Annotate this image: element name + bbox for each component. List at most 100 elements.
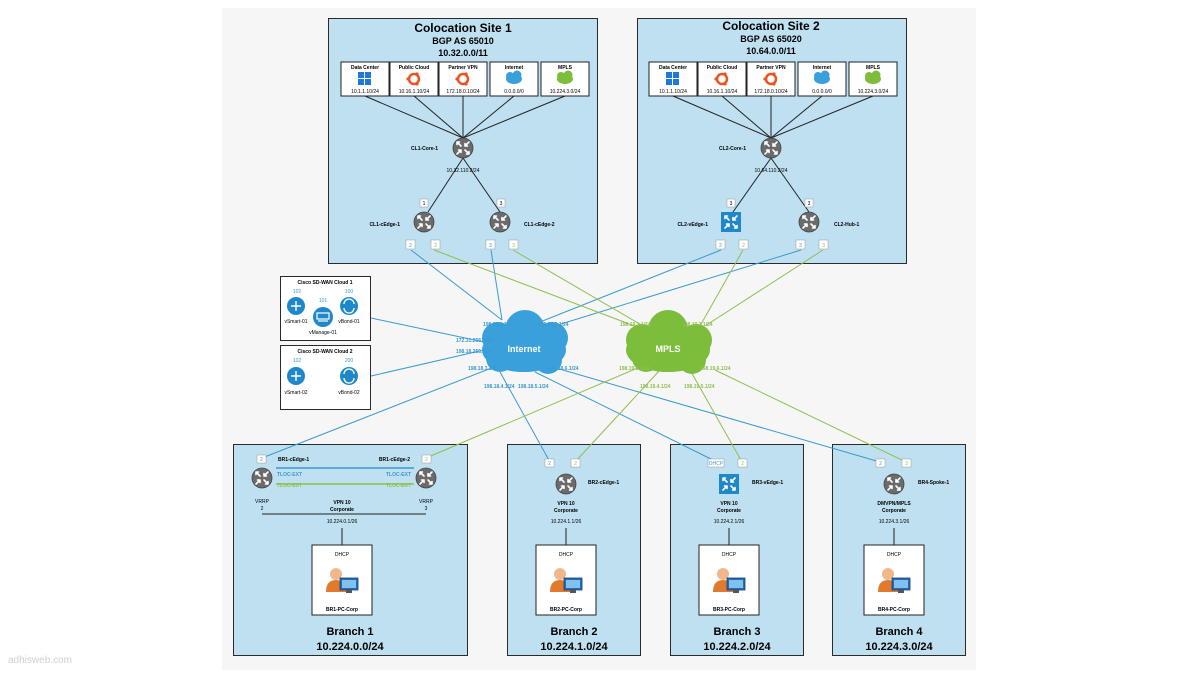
branch-title: Branch 3 (713, 626, 760, 638)
vbond-icon[interactable] (340, 367, 358, 385)
branch-prefix: 10.224.2.0/24 (703, 641, 771, 653)
internet-link (499, 371, 551, 463)
br1-router-2[interactable] (415, 467, 437, 489)
ip-label: 198.18.1.1/24 (483, 322, 514, 328)
branch-title: Branch 1 (326, 626, 373, 638)
colo1-edge2-router[interactable] (489, 211, 511, 233)
port-label: 3 (799, 243, 802, 249)
port-label: 2 (741, 461, 744, 467)
colo2-core-label: CL2-Core-1 (719, 146, 746, 152)
colo1-service-partner-vpn[interactable]: Partner VPN 172.18.0.10/24 (438, 61, 488, 97)
internet-cloud[interactable] (482, 310, 568, 374)
dhcp-label: DHCP (335, 552, 350, 558)
internet-link (490, 249, 503, 321)
port-label: 3 (808, 201, 811, 207)
mpls-link (714, 369, 907, 463)
colo1-service-public-cloud[interactable]: Public Cloud 10.16.1.10/24 (389, 61, 439, 97)
internet-link (261, 366, 495, 459)
service-name: MPLS (866, 65, 881, 71)
internet-link (539, 249, 722, 323)
vpn-name: Corporate (554, 508, 578, 514)
colo2-edge1-label: CL2-vEdge-1 (677, 222, 708, 228)
vsmart-icon[interactable] (287, 297, 305, 315)
mpls-link (425, 366, 641, 459)
colo1-asn: BGP AS 65010 (432, 36, 494, 46)
br3-vedge-router[interactable] (718, 473, 740, 495)
service-addr: 0.0.0.0/0 (504, 89, 524, 95)
ubuntu-icon (455, 72, 470, 86)
ip-label: 198.18.255.1/24 (456, 349, 492, 355)
cloud1-num-1: 102 (293, 289, 302, 295)
service-addr: 10.1.1.10/24 (351, 89, 379, 95)
ubuntu-icon (406, 72, 421, 86)
internet-link (547, 249, 802, 329)
colo1-prefix: 10.32.0.0/11 (438, 48, 488, 58)
cloud1-title: Cisco SD-WAN Cloud 1 (297, 280, 352, 286)
colo2-service-internet[interactable]: Internet 0.0.0.0/0 (797, 61, 847, 97)
colo2-asn: BGP AS 65020 (740, 34, 802, 44)
vrrp-num: 3 (425, 506, 428, 512)
vrrp-label: VRRP (419, 499, 434, 505)
link-line (462, 95, 515, 139)
dhcp-label: DHCP (722, 552, 737, 558)
ip-label: 172.31.255.1/24 (456, 338, 492, 344)
br1-router-1[interactable] (251, 467, 273, 489)
service-name: Public Cloud (399, 65, 430, 71)
ip-label: 198.18.2.1/24 (538, 322, 569, 328)
br4-router[interactable] (883, 473, 905, 495)
colo1-service-internet[interactable]: Internet 0.0.0.0/0 (489, 61, 539, 97)
dhcp-label: DHCP (887, 552, 902, 558)
pc-label: BR3-PC-Corp (713, 607, 745, 613)
branch-prefix: 10.224.3.0/24 (865, 641, 933, 653)
colo2-service-public-cloud[interactable]: Public Cloud 10.16.1.10/24 (697, 61, 747, 97)
colo1-edge1-router[interactable] (413, 211, 435, 233)
colo2-service-data-center[interactable]: Data Center 10.1.1.10/24 (648, 61, 698, 97)
colo2-service-partner-vpn[interactable]: Partner VPN 172.18.0.10/24 (746, 61, 796, 97)
cloud1-num-3: 100 (345, 289, 354, 295)
branch-title: Branch 2 (550, 626, 597, 638)
vpn-label: VPN 10 (333, 500, 350, 506)
port-label: 3 (905, 461, 908, 467)
colo1-service-mpls[interactable]: MPLS 10.224.3.0/24 (540, 61, 590, 97)
colo2-vedge-router[interactable] (720, 211, 742, 233)
vmanage-icon[interactable] (313, 307, 333, 327)
lan-ip: 10.224.1.1/26 (551, 519, 582, 525)
cloud2-title: Cisco SD-WAN Cloud 2 (297, 349, 352, 355)
dhcp-label: DHCP (559, 552, 574, 558)
vpn-label: DMVPN/MPLS (877, 501, 911, 507)
port-label: 3 (489, 243, 492, 249)
service-addr: 172.18.0.10/24 (754, 89, 788, 95)
green-cloud-icon (865, 70, 881, 84)
colo2-prefix: 10.64.0.0/11 (746, 46, 796, 56)
port-label: 3 (512, 243, 515, 249)
link-line (462, 157, 501, 213)
vbond-label: vBond-02 (338, 390, 360, 396)
colo1-core-router[interactable] (452, 137, 474, 159)
vsmart-label: vSmart-01 (284, 319, 307, 325)
colo1-title: Colocation Site 1 (414, 21, 512, 35)
colo1-edge2-label: CL1-cEdge-2 (524, 222, 555, 228)
service-addr: 0.0.0.0/0 (812, 89, 832, 95)
vbond-icon[interactable] (340, 297, 358, 315)
colo2-service-mpls[interactable]: MPLS 10.224.3.0/24 (848, 61, 898, 97)
colo2-core-router[interactable] (760, 137, 782, 159)
service-name: Internet (813, 65, 832, 71)
service-name: Partner VPN (756, 65, 786, 71)
link-line (364, 95, 464, 139)
mpls-cloud[interactable] (626, 310, 712, 374)
br2-router[interactable] (555, 473, 577, 495)
cloud1-num-2: 101 (319, 298, 328, 304)
vpn-name: Corporate (717, 508, 741, 514)
colo1-service-data-center[interactable]: Data Center 10.1.1.10/24 (340, 61, 390, 97)
service-name: Public Cloud (707, 65, 738, 71)
br2-router-label: BR2-cEdge-1 (588, 480, 619, 486)
link-line (770, 157, 810, 213)
ip-label: 198.19.4.1/24 (640, 384, 671, 390)
cloud-icon (814, 70, 830, 84)
ubuntu-icon (714, 72, 729, 86)
colo2-hub-router[interactable] (798, 211, 820, 233)
vsmart-icon[interactable] (287, 367, 305, 385)
port-label: 3 (730, 201, 733, 207)
ip-label: 198.18.4.1/24 (484, 384, 515, 390)
